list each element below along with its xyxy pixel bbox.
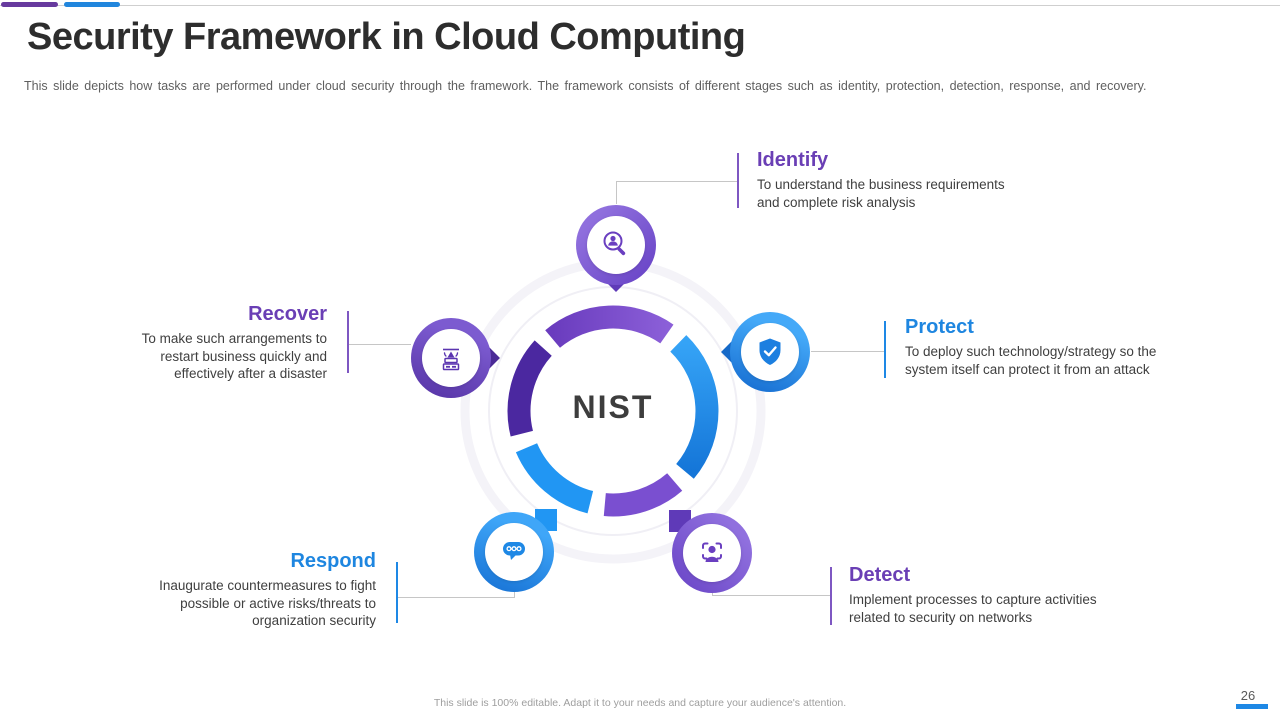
stage-protect-heading: Protect: [905, 316, 974, 338]
stage-recover-line: restart business quickly and: [160, 348, 327, 364]
connector-identify-h: [616, 181, 737, 182]
accent-bar-purple: [1, 2, 58, 7]
connector-detect-v: [712, 590, 713, 596]
subtitle: This slide depicts how tasks are perform…: [24, 79, 1147, 93]
accent-bar-detect: [830, 567, 832, 625]
page-number: 26: [1240, 688, 1256, 703]
connector-detect-h: [712, 595, 830, 596]
stage-detect-heading: Detect: [849, 564, 911, 586]
respond-badge: [474, 509, 557, 592]
page-title: Security Framework in Cloud Computing: [27, 16, 746, 58]
connector-identify-v: [616, 181, 617, 204]
stage-identify-line: To understand the business requirements: [757, 177, 1005, 192]
stage-protect-line: To deploy such technology/strategy so th…: [905, 344, 1157, 359]
ring-segment-protect: [670, 335, 719, 479]
chat-dots-icon: [503, 542, 525, 560]
stage-identify-text: Identify To understand the business requ…: [757, 149, 1047, 211]
disaster-recovery-icon: [442, 348, 460, 371]
stage-identify-heading: Identify: [757, 149, 829, 171]
footer-note: This slide is 100% editable. Adapt it to…: [433, 697, 847, 709]
page-number-underline: [1236, 704, 1268, 709]
accent-bar-protect: [884, 321, 886, 378]
face-scan-icon: [702, 542, 722, 562]
stage-respond-line: Inaugurate countermeasures to fight: [159, 578, 376, 593]
identify-badge: [576, 205, 656, 292]
stage-detect-line: related to security on networks: [849, 609, 1033, 625]
accent-bar-recover: [347, 311, 349, 373]
stage-detect-text: Detect Implement processes to capture ac…: [849, 564, 1139, 626]
connector-protect-h: [811, 351, 884, 352]
stage-recover-line: effectively after a disaster: [174, 366, 327, 381]
accent-bar-identify: [737, 153, 739, 208]
connector-recover-h: [349, 344, 411, 345]
ring-segment-detect: [603, 473, 683, 517]
stage-detect-line: Implement processes to capture activitie…: [849, 592, 1097, 607]
stage-identify-line: and complete risk analysis: [757, 194, 916, 210]
ring-segment-identify: [545, 305, 674, 349]
stage-recover-text: Recover To make such arrangements to res…: [97, 303, 327, 383]
stage-respond-heading: Respond: [290, 550, 376, 572]
stage-recover-heading: Recover: [248, 303, 327, 325]
stage-respond-line: possible or active risks/threats to: [180, 595, 376, 611]
top-hairline: [0, 5, 1280, 6]
connector-respond-v: [514, 590, 515, 598]
stage-protect-text: Protect To deploy such technology/strate…: [905, 316, 1205, 378]
stage-protect-line: system itself can protect it from an att…: [905, 361, 1150, 377]
ring-segment-respond: [515, 442, 594, 514]
nist-center-label: NIST: [572, 389, 654, 425]
magnifier-user-icon: [603, 231, 626, 256]
detect-badge: [669, 510, 752, 593]
ring-segment-recover: [507, 340, 552, 437]
stage-respond-line: organization security: [252, 613, 376, 628]
recover-badge: [411, 318, 500, 398]
protect-badge: [721, 312, 810, 392]
accent-bar-respond: [396, 562, 398, 623]
connector-respond-h: [397, 597, 514, 598]
accent-bar-blue: [64, 2, 120, 7]
shield-check-icon: [759, 338, 781, 365]
stage-recover-line: To make such arrangements to: [141, 331, 327, 346]
stage-respond-text: Respond Inaugurate countermeasures to fi…: [96, 550, 376, 630]
